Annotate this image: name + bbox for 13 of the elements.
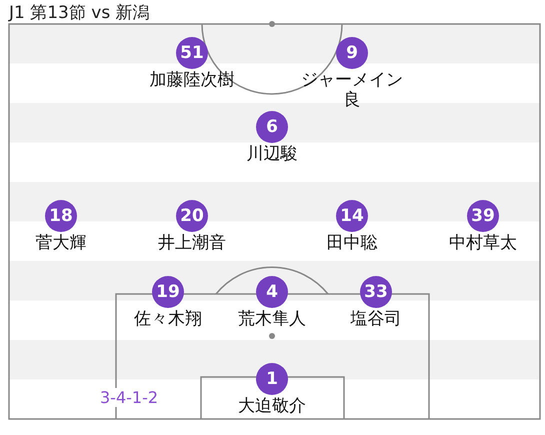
title: J1 第13節 vs 新潟 xyxy=(9,2,150,24)
player-name: 菅大輝 xyxy=(36,233,86,253)
player-name: 井上潮音 xyxy=(158,233,226,253)
player-name: 荒木隼人 xyxy=(238,309,306,329)
player-name: 大迫敬介 xyxy=(238,396,306,416)
player-name: ジャーメイン良 xyxy=(300,70,404,110)
player-name: 中村草太 xyxy=(449,233,517,253)
player-name: 塩谷司 xyxy=(350,309,402,329)
player-name: 田中聡 xyxy=(326,233,378,253)
player-name: 加藤陸次樹 xyxy=(150,70,234,90)
player-name: 川辺駿 xyxy=(246,144,298,164)
player-name: 佐々木翔 xyxy=(134,309,202,329)
formation-label: 3-4-1-2 xyxy=(99,388,160,407)
